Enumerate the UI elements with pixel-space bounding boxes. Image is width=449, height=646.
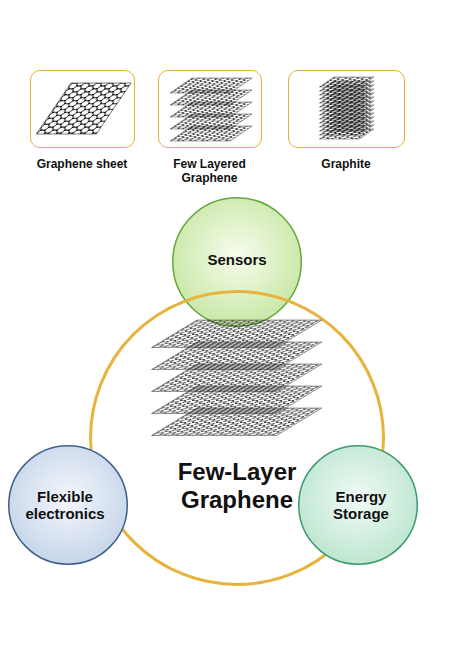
circle-outline [9,446,128,565]
image-caption: Graphene sheet [27,157,137,171]
image-box: Graphite [288,70,405,148]
application-circle: Flexible electronics [8,445,128,565]
graphene-layer [170,126,252,141]
application-circle: Energy Storage [298,445,418,565]
node-graphic [31,71,133,146]
hex-lattice [319,129,374,139]
image-box: Graphene sheet [30,70,135,148]
image-caption: Few Layered Graphene [160,157,260,186]
node-graphic [289,71,403,146]
hex-lattice [152,408,322,436]
circle-outline [299,446,418,565]
hex-lattice [36,83,131,134]
hex-lattice [170,126,252,141]
graphene-layer [152,408,322,436]
graphene-layer [319,129,374,139]
circle-label: Few-Layer Graphene [162,458,312,513]
node-graphic [159,71,260,146]
image-caption: Graphite [291,157,401,171]
circle-outline [173,198,302,327]
circle-label: Energy Storage [313,488,409,523]
application-circle: Sensors [172,197,302,327]
circle-label: Sensors [182,251,292,268]
image-box: Few Layered Graphene [158,70,262,148]
graphene-layer [36,83,131,134]
circle-label: Flexible electronics [17,488,113,523]
